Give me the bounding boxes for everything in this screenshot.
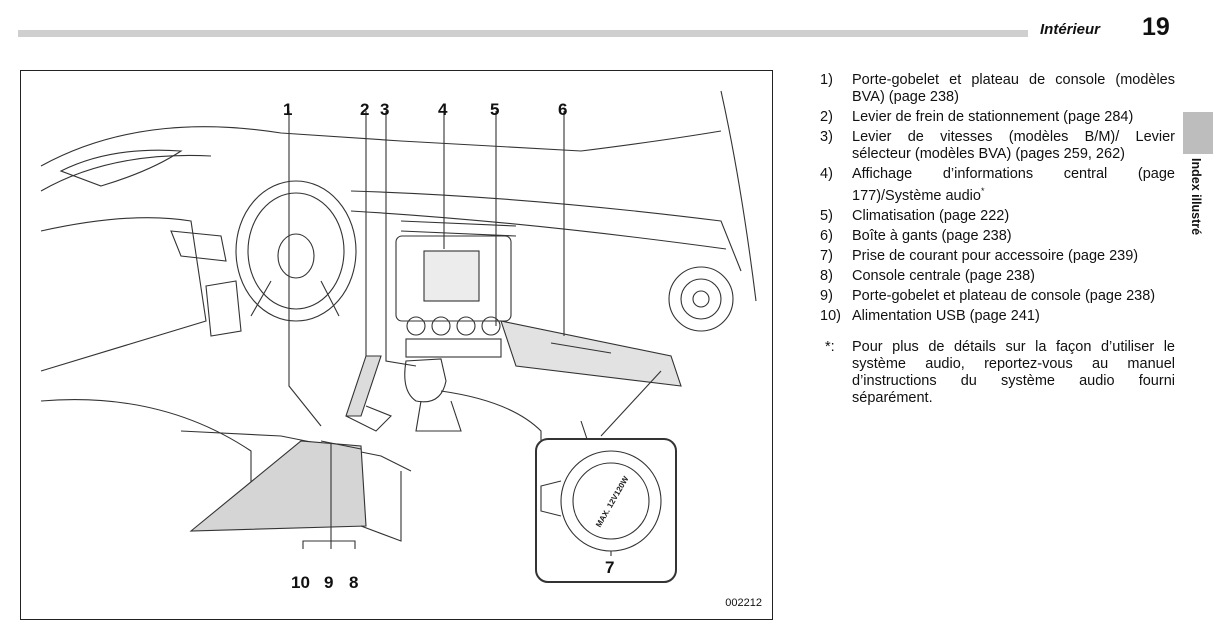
page-number: 19 — [1142, 13, 1170, 41]
legend-item: 4)Affichage d’informations central (page… — [820, 166, 1175, 204]
callout-7: 7 — [605, 558, 615, 577]
footnote: *: Pour plus de détails sur la façon d’u… — [825, 338, 1175, 406]
legend-item: 8)Console centrale (page 238) — [820, 267, 1035, 284]
legend-item: 6)Boîte à gants (page 238) — [820, 227, 1012, 244]
callout-2: 2 — [360, 100, 370, 119]
callout-8: 8 — [349, 573, 359, 592]
callout-9: 9 — [324, 573, 334, 592]
legend-item: 2)Levier de frein de stationnement (page… — [820, 109, 1134, 125]
dashboard-drawing: MAX. 12V120W — [40, 90, 757, 583]
legend-list: 1)Porte-gobelet et plateau de console (m… — [820, 72, 1175, 325]
callout-4: 4 — [438, 100, 448, 119]
callout-1: 1 — [283, 100, 293, 119]
header-rule — [18, 30, 1028, 37]
side-tab-label: Index illustré — [1189, 158, 1203, 236]
legend-item: 1)Porte-gobelet et plateau de console (m… — [820, 72, 1175, 105]
figure-code: 002212 — [725, 597, 762, 609]
legend-item: 10)Alimentation USB (page 241) — [820, 307, 1040, 324]
callout-5: 5 — [490, 100, 500, 119]
interior-illustration: MAX. 12V120W 1 2 3 4 5 6 7 10 9 8 002212 — [20, 70, 773, 620]
callout-6: 6 — [558, 100, 568, 119]
legend-item: 5)Climatisation (page 222) — [820, 207, 1010, 224]
side-tab-marker — [1183, 112, 1213, 154]
legend-item: 9)Porte-gobelet et plateau de console (p… — [820, 287, 1156, 304]
callout-3: 3 — [380, 100, 390, 119]
footnote-mark: * — [980, 186, 985, 196]
callout-10: 10 — [291, 573, 310, 592]
legend: 1)Porte-gobelet et plateau de console (m… — [820, 72, 1175, 407]
legend-item: 7)Prise de courant pour accessoire (page… — [820, 247, 1139, 264]
section-title: Intérieur — [1040, 21, 1101, 38]
legend-item: 3)Levier de vitesses (modèles B/M)/ Levi… — [820, 129, 1175, 162]
